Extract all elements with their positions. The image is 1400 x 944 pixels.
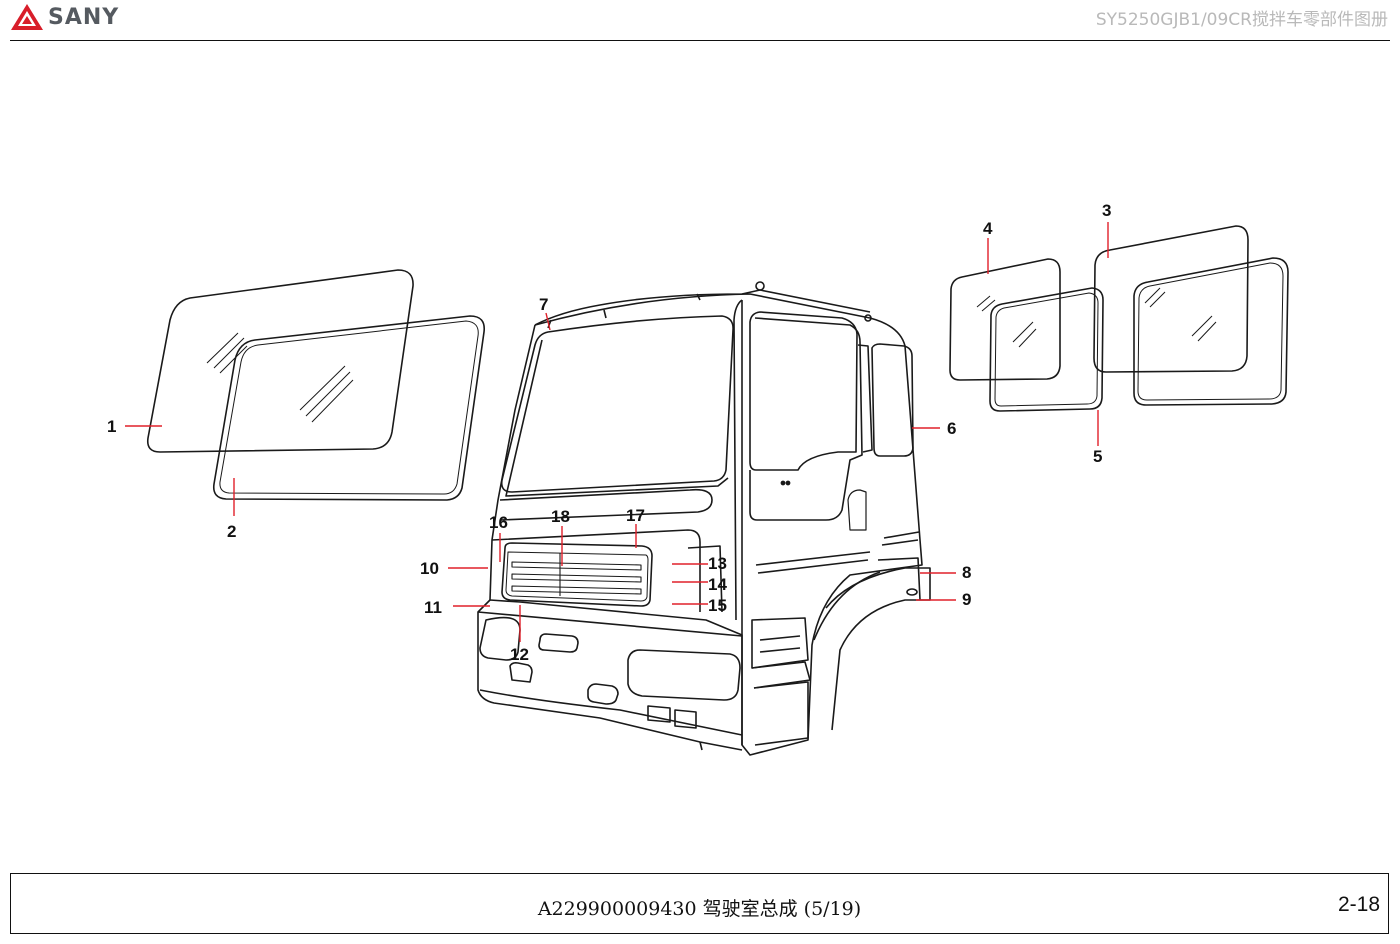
line-art	[146, 225, 1289, 756]
callout-labels: 1 2 3 4 5 6 7 8 9 10 11 12 13 14 15 16 1…	[107, 201, 1111, 664]
callout-5: 5	[1093, 447, 1102, 466]
leader-lines	[125, 222, 1109, 642]
callout-10: 10	[420, 559, 439, 578]
callout-15: 15	[708, 596, 727, 615]
callout-3: 3	[1102, 201, 1111, 220]
sany-triangle-logo-icon	[11, 4, 43, 30]
side-glass-large	[1093, 225, 1249, 373]
callout-17: 17	[626, 506, 645, 525]
callout-1: 1	[107, 417, 116, 436]
callout-13: 13	[708, 554, 727, 573]
side-glass-small	[949, 258, 1061, 381]
callout-2: 2	[227, 522, 236, 541]
bumper-slot	[538, 633, 579, 653]
brand-name: SANY	[48, 4, 120, 30]
footer-title-block: A229900009430 驾驶室总成 (5/19) 2-18	[10, 873, 1389, 934]
front-grille	[501, 542, 653, 607]
callout-9: 9	[962, 590, 971, 609]
brand-logo: SANY	[10, 2, 119, 32]
callout-8: 8	[962, 563, 971, 582]
callout-6: 6	[947, 419, 956, 438]
cab-door-window	[749, 311, 858, 471]
callout-14: 14	[708, 575, 727, 594]
windshield-seal	[212, 315, 486, 501]
callout-11: 11	[424, 598, 442, 617]
assembly-caption: A229900009430 驾驶室总成 (5/19)	[537, 898, 862, 920]
callout-12: 12	[510, 645, 529, 664]
callout-4: 4	[983, 219, 993, 238]
callout-7: 7	[539, 295, 548, 314]
cab-windshield-opening	[500, 315, 734, 493]
windshield-glass	[146, 269, 414, 453]
front-mudguard	[825, 567, 931, 731]
callout-18: 18	[551, 507, 570, 526]
cab-body-outline	[477, 293, 923, 756]
header-divider	[10, 40, 1390, 41]
document-title: SY5250GJB1/09CR搅拌车零部件图册	[1095, 10, 1388, 30]
page-number: 2-18	[1337, 893, 1380, 916]
callout-16: 16	[489, 513, 508, 532]
